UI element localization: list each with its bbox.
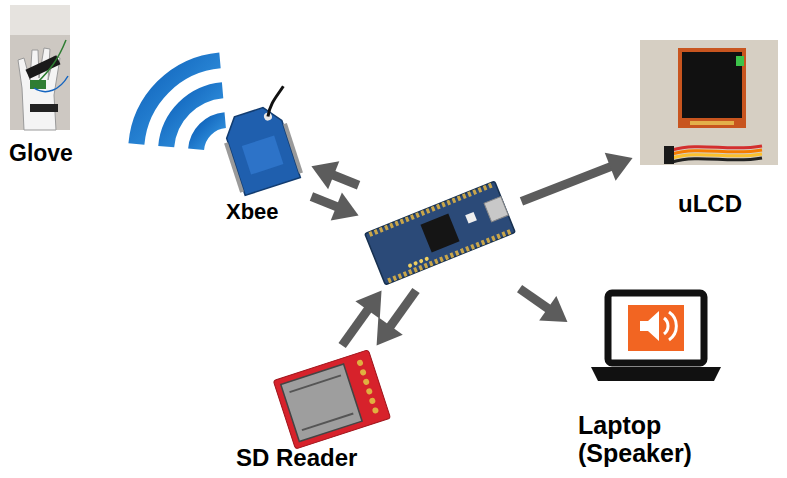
component-node: uLCD	[640, 36, 780, 220]
arrow-head	[377, 317, 403, 345]
wifi-arc	[196, 120, 225, 149]
arrow-shaft	[387, 291, 416, 331]
sd-reader	[273, 350, 390, 449]
arrow-shaft	[342, 305, 371, 345]
component-node: Laptop (Speaker)	[574, 288, 724, 470]
component-node: Xbee	[222, 98, 304, 226]
arrow-shaft	[521, 165, 615, 202]
component-node: SD Reader	[232, 352, 390, 474]
arrow-head	[539, 296, 567, 322]
xbee-module	[213, 86, 312, 196]
data-flow-arrow	[311, 193, 358, 221]
component-label: Xbee	[226, 199, 279, 224]
data-flow-arrow	[311, 161, 358, 189]
data-flow-arrow	[521, 153, 632, 201]
data-flow-arrow	[342, 291, 381, 346]
data-flow-arrow	[520, 289, 568, 322]
component-label: SD Reader	[236, 444, 357, 472]
component-node	[366, 182, 514, 284]
data-flow-arrow	[377, 291, 416, 346]
laptop-icon	[591, 293, 721, 381]
ulcd-photo	[640, 40, 778, 165]
glove-photo	[10, 5, 70, 130]
arrow-head	[605, 153, 633, 181]
arrow-head	[355, 291, 381, 319]
arrow-head	[331, 193, 359, 221]
component-label: Glove	[9, 140, 73, 166]
component-label: uLCD	[678, 190, 742, 218]
component-label: Laptop (Speaker)	[578, 411, 718, 469]
mbed-board	[365, 181, 515, 284]
arrow-head	[311, 161, 339, 189]
wifi-symbol	[136, 60, 225, 149]
arrow-shaft	[520, 289, 553, 312]
component-node: Glove	[5, 3, 89, 168]
